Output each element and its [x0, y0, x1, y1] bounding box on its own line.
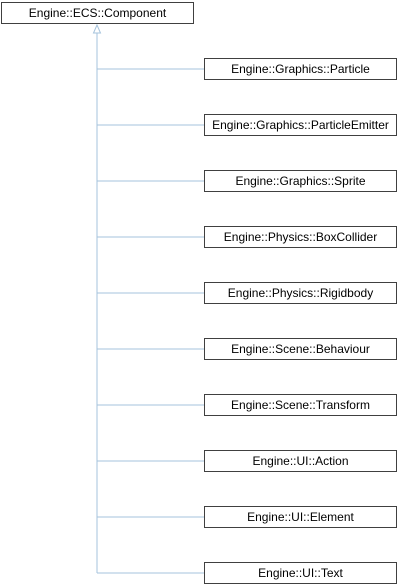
child-node-label: Engine::Physics::Rigidbody	[227, 286, 374, 300]
child-node-label: Engine::Scene::Behaviour	[231, 342, 370, 356]
base-class-node[interactable]: Engine::ECS::Component	[1, 2, 194, 24]
child-node-element[interactable]: Engine::UI::Element	[204, 506, 397, 528]
child-node-text[interactable]: Engine::UI::Text	[204, 562, 397, 584]
inheritance-arrowhead	[92, 23, 102, 34]
base-class-label: Engine::ECS::Component	[28, 6, 167, 20]
child-node-label: Engine::Graphics::ParticleEmitter	[212, 118, 389, 132]
child-node-label: Engine::Graphics::Particle	[231, 62, 370, 76]
child-node-box-collider[interactable]: Engine::Physics::BoxCollider	[204, 226, 397, 248]
child-node-label: Engine::Graphics::Sprite	[235, 174, 366, 188]
child-node-rigidbody[interactable]: Engine::Physics::Rigidbody	[204, 282, 397, 304]
child-node-particle-emitter[interactable]: Engine::Graphics::ParticleEmitter	[204, 114, 397, 136]
child-node-sprite[interactable]: Engine::Graphics::Sprite	[204, 170, 397, 192]
child-node-label: Engine::UI::Element	[247, 510, 354, 524]
child-node-label: Engine::Scene::Transform	[231, 398, 370, 412]
child-node-particle[interactable]: Engine::Graphics::Particle	[204, 58, 397, 80]
child-node-transform[interactable]: Engine::Scene::Transform	[204, 394, 397, 416]
child-node-behaviour[interactable]: Engine::Scene::Behaviour	[204, 338, 397, 360]
child-node-label: Engine::UI::Action	[252, 454, 349, 468]
child-node-action[interactable]: Engine::UI::Action	[204, 450, 397, 472]
child-node-label: Engine::UI::Text	[258, 566, 343, 580]
child-node-label: Engine::Physics::BoxCollider	[223, 230, 378, 244]
